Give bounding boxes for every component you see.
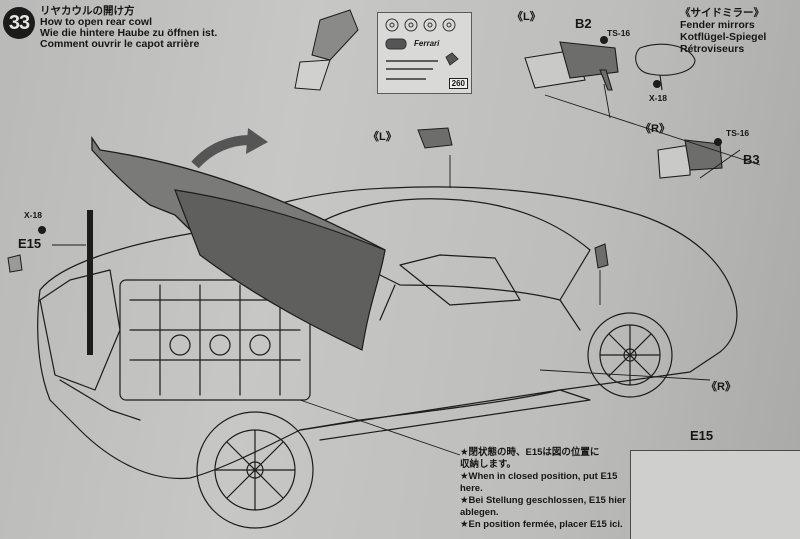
- fender-mirrors-label: 《サイドミラー》 Fender mirrors Kotflügel-Spiege…: [680, 7, 766, 55]
- front-wheel: [587, 312, 673, 398]
- decal-brand: Ferrari: [414, 39, 440, 48]
- label-right-top: 《R》: [640, 123, 670, 135]
- inset-frame: [630, 450, 800, 539]
- label-x18-b: X-18: [24, 210, 42, 220]
- label-x18-a: X-18: [649, 93, 667, 103]
- rear-cowl: [91, 135, 386, 351]
- car-roof: [299, 198, 591, 301]
- label-e15: E15: [18, 236, 42, 251]
- step-number-badge: 33: [3, 7, 35, 39]
- label-right-bottom: 《R》: [706, 381, 736, 393]
- title-fr: Comment ouvrir le capot arrière: [40, 38, 200, 50]
- open-arrow: [191, 135, 251, 169]
- rear-wheel: [196, 411, 314, 529]
- fender-mirror-outline: [635, 43, 696, 91]
- engine-bay: [119, 279, 311, 401]
- mirrors-ja: 《サイドミラー》: [680, 7, 764, 19]
- note-de: ★Bei Stellung geschlossen, E15 hier able…: [460, 495, 626, 518]
- title-ja: リヤカウルの開け方: [40, 5, 135, 17]
- paint-brush: [294, 9, 359, 91]
- note-ja-1: ★閉状態の時、E15は図の位置に: [460, 447, 600, 458]
- inset-e15-label: E15: [690, 428, 714, 443]
- side-window: [399, 254, 521, 306]
- label-left-mid: 《L》: [368, 131, 397, 143]
- mirrors-de: Kotflügel-Spiegel: [680, 31, 767, 43]
- car-body-outline: [37, 186, 738, 480]
- note-fr: ★En position fermée, placer E15 ici.: [460, 519, 623, 530]
- mirror-left-small: [417, 127, 453, 149]
- label-ts16-a: TS-16: [607, 28, 631, 38]
- label-b3: B3: [743, 152, 760, 167]
- decal-sheet-art: [385, 18, 459, 80]
- note-ja-2: 収納します。: [460, 459, 517, 470]
- label-b2: B2: [575, 16, 592, 31]
- decal-number: 260: [448, 78, 468, 89]
- paint-markers: [38, 36, 722, 234]
- closed-position-note: ★閉状態の時、E15は図の位置に 収納します。 ★When in closed …: [460, 447, 628, 531]
- step-title: リヤカウルの開け方 How to open rear cowl Wie die …: [40, 6, 217, 50]
- mirrors-en: Fender mirrors: [680, 19, 755, 31]
- title-de: Wie die hintere Haube zu öffnen ist.: [40, 27, 218, 39]
- decal-sheet: Ferrari 260: [377, 12, 472, 94]
- label-left-top: 《L》: [512, 11, 541, 23]
- note-en: ★When in closed position, put E15 here.: [460, 471, 618, 494]
- mirrors-fr: Rétroviseurs: [680, 43, 745, 55]
- mirror-right-part: [657, 139, 723, 179]
- title-en: How to open rear cowl: [40, 16, 153, 28]
- label-ts16-b: TS-16: [726, 128, 750, 138]
- mirror-left-part: [524, 41, 619, 91]
